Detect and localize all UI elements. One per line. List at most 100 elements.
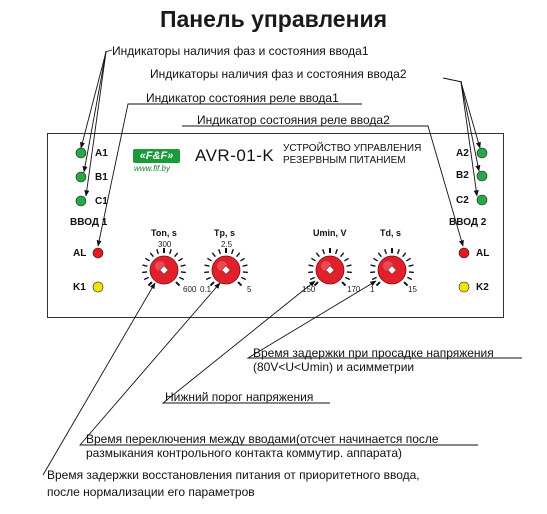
relay-label-al2: AL (476, 248, 490, 259)
page-title: Панель управления (159, 6, 388, 32)
knob-umin-tick (308, 271, 314, 274)
knob-td[interactable] (370, 248, 414, 287)
knob-td-label: Td, s (380, 228, 402, 238)
knob-umin-tick (344, 257, 350, 262)
leader-lines (42, 49, 522, 476)
device-description-line1: УСТРОЙСТВО УПРАВЛЕНИЯ (283, 143, 422, 154)
leader-sag-delay (246, 280, 522, 359)
knob-tp-tick (211, 252, 216, 258)
knob-td-tick (375, 281, 381, 287)
knob-td-screw-slot (387, 265, 397, 275)
input2-label: ВВОД 2 (449, 217, 487, 228)
knob-umin-tick (308, 264, 314, 267)
knob-ton-scale-right: 600 (183, 285, 197, 294)
state-label-k2: K2 (476, 282, 489, 293)
leader-phase2-stub (442, 77, 463, 83)
knob-ton-tick (143, 276, 149, 281)
knob-tp-tick (204, 264, 210, 267)
knob-ton-scale-top: 300 (158, 240, 172, 249)
knob-td-tick (370, 264, 376, 267)
brand-url: www.fif.by (134, 164, 171, 173)
brand-logo-badge (133, 149, 180, 163)
knob-td-tick (396, 249, 400, 255)
led-a1 (75, 147, 87, 159)
knob-umin-tick (346, 271, 352, 274)
knob-umin-tick (346, 264, 352, 267)
knob-ton-tick (179, 276, 185, 281)
annotation-restore-delay-line2: после нормализации его параметров (47, 485, 255, 499)
knob-ton-tick (178, 257, 184, 262)
knob-tp-tick (218, 249, 222, 255)
led-c2 (476, 194, 488, 206)
phase-label-b1: B1 (95, 172, 108, 183)
knob-tp-tick (242, 271, 248, 274)
knob-td-scale-left: 1 (370, 285, 375, 294)
device-description-line2: РЕЗЕРВНЫМ ПИТАНИЕМ (283, 155, 406, 166)
leader-phase1-c1 (84, 51, 107, 197)
knob-tp-tick (230, 249, 234, 255)
annotation-phase-indicators-2: Индикаторы наличия фаз и состояния ввода… (150, 67, 407, 81)
leader-switch-time (79, 282, 478, 446)
knob-tp-scale-left: 0.1 (200, 285, 212, 294)
knob-ton-tick (142, 271, 148, 274)
phase-label-c2: C2 (456, 195, 469, 206)
knob-umin-tick (309, 276, 315, 281)
input1-label: ВВОД 1 (70, 217, 108, 228)
led-b2 (476, 170, 488, 182)
knob-umin-tick (340, 252, 345, 258)
knob-tp[interactable] (204, 248, 248, 287)
knob-umin-scale-left: 150 (302, 285, 316, 294)
annotation-switch-time-line1: Время переключения между вводами(отсчет … (86, 432, 439, 446)
knob-umin-tick (334, 249, 338, 255)
knob-umin-screw-slot (325, 265, 335, 275)
led-b1 (75, 171, 87, 183)
knob-ton-tick (180, 271, 186, 274)
knob-umin-label: Umin, V (313, 228, 347, 238)
knob-td-scale-right: 15 (408, 285, 417, 294)
knobs (142, 248, 414, 287)
knob-ton-screw-slot (159, 265, 169, 275)
knob-umin-tick (313, 281, 319, 287)
knob-td-tick (406, 257, 412, 262)
knob-td-tick (372, 257, 378, 262)
phase-label-b2: B2 (456, 170, 469, 181)
led-a2 (476, 147, 488, 159)
led-c1 (75, 195, 87, 207)
knob-ton-tick (175, 281, 181, 287)
knob-ton-tick (174, 252, 179, 258)
input2-leds (458, 147, 488, 293)
knob-tp-scale-top: 2.5 (221, 240, 233, 249)
phase-label-a2: A2 (456, 148, 469, 159)
knob-tp-tick (206, 257, 212, 262)
brand-logo-text: «F&F» (139, 150, 174, 162)
input1-leds (75, 147, 104, 293)
leader-phase1-a1 (79, 51, 107, 149)
knob-ton-tick (147, 281, 153, 287)
relay-label-al1: AL (73, 248, 87, 259)
knob-td-tick (407, 276, 413, 281)
knob-td-tick (371, 276, 377, 281)
knob-ton-tick (168, 249, 172, 255)
knob-umin-tick (341, 281, 347, 287)
led-k1 (92, 281, 104, 293)
leader-restore-delay (42, 282, 156, 476)
knob-umin-scale-right: 170 (347, 285, 361, 294)
knob-td-tick (370, 271, 376, 274)
knob-umin-tick (310, 257, 316, 262)
annotation-lower-threshold: Нижний порог напряжения (165, 390, 314, 404)
led-al2 (458, 247, 470, 259)
leader-lower-threshold (161, 280, 330, 404)
knob-ton-tick (149, 252, 154, 258)
leader-phase2-a2 (460, 81, 481, 149)
knob-umin[interactable] (308, 248, 352, 287)
knob-ton[interactable] (142, 248, 186, 287)
knob-td-tick (403, 281, 409, 287)
knob-td-tick (384, 249, 388, 255)
phase-label-a1: A1 (95, 148, 108, 159)
knob-ton-tick (156, 249, 160, 255)
leader-phase2-c2 (460, 81, 479, 197)
knob-umin-tick (315, 252, 320, 258)
knob-tp-tick (242, 264, 248, 267)
annotation-sag-delay-line1: Время задержки при просадке напряжения (253, 346, 494, 360)
